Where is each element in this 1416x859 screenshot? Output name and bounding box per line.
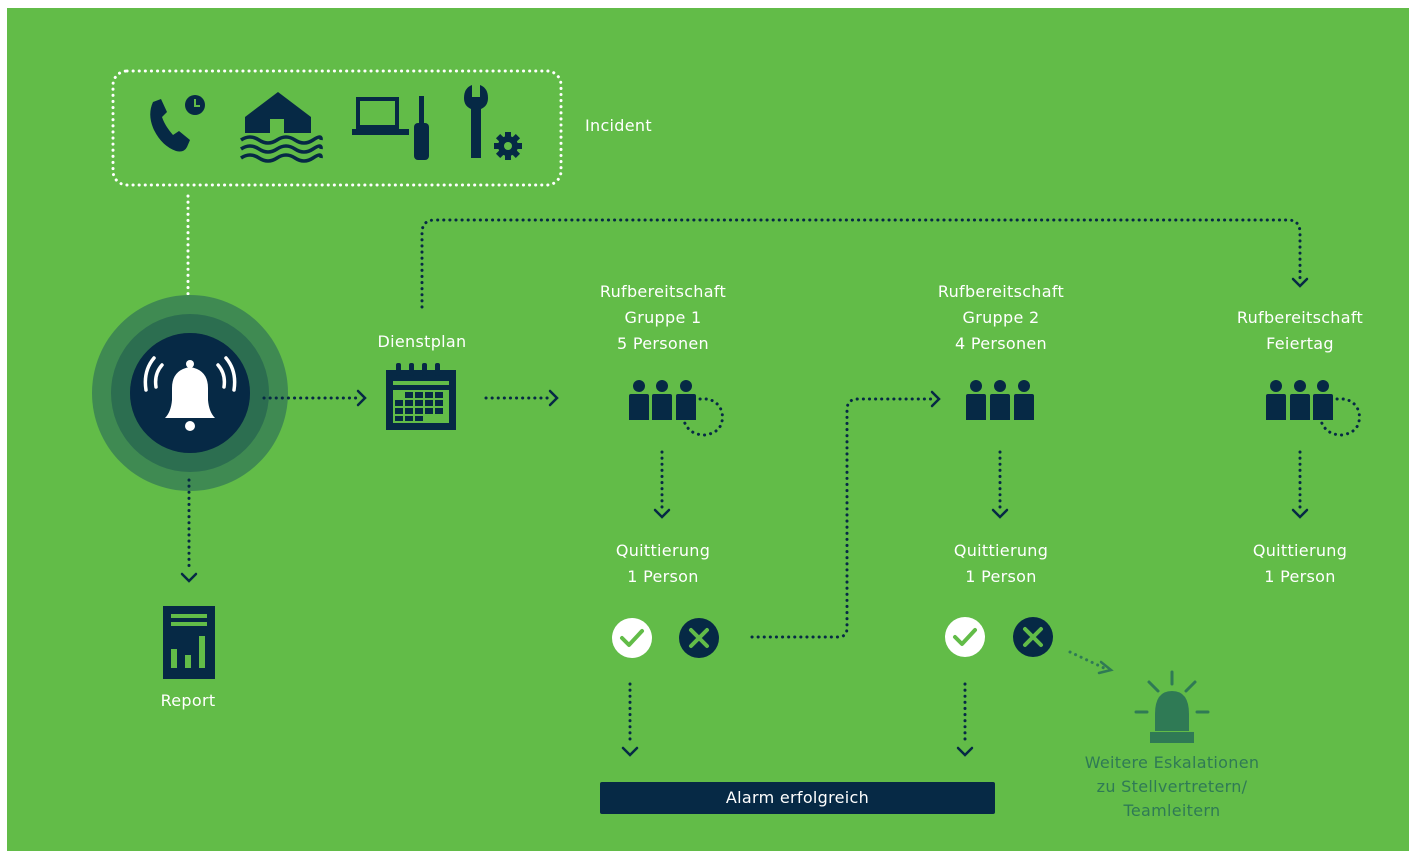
calendar-icon[interactable] <box>386 363 456 430</box>
group-1-ack: Quittierung 1 Person <box>615 541 711 586</box>
flooded-house-icon <box>240 92 323 163</box>
siren-icon <box>1134 670 1210 743</box>
alarm-success-bar: Alarm erfolgreich <box>600 782 995 814</box>
wrench-gear-icon <box>464 85 522 160</box>
holiday-group-ack: Quittierung 1 Person <box>1252 541 1348 586</box>
incident-box <box>111 69 563 187</box>
group-2-ack: Quittierung 1 Person <box>953 541 1049 586</box>
report-chart-icon[interactable] <box>163 606 215 679</box>
people-group-icon <box>966 380 1034 420</box>
group-2-title: Rufbereitschaft Gruppe 2 4 Personen <box>937 282 1065 353</box>
escalation-label: Weitere Eskalationen zu Stellvertretern/… <box>1084 753 1260 820</box>
bell-alarm-icon[interactable] <box>92 295 288 491</box>
group-1-title: Rufbereitschaft Gruppe 1 5 Personen <box>599 282 727 353</box>
laptop-screwdriver-icon <box>352 96 429 160</box>
phone-clock-icon <box>150 95 205 152</box>
incident-label: Incident <box>585 116 652 135</box>
people-group-icon <box>629 380 724 437</box>
check-icon[interactable] <box>612 618 652 658</box>
people-group-icon <box>1266 380 1361 437</box>
dienstplan-label: Dienstplan <box>377 332 467 351</box>
report-label: Report <box>160 691 216 710</box>
check-icon[interactable] <box>945 617 985 657</box>
holiday-group-title: Rufbereitschaft Feiertag <box>1236 308 1364 353</box>
cross-icon[interactable] <box>1013 617 1053 657</box>
cross-icon[interactable] <box>679 618 719 658</box>
